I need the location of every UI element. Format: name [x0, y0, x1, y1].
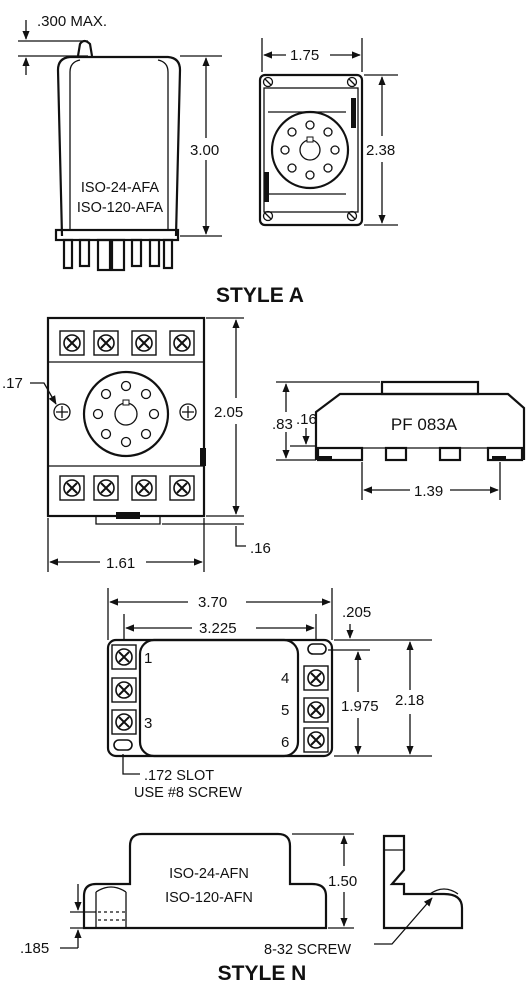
relay-pins [62, 238, 174, 272]
terminal-3: 3 [144, 715, 152, 732]
terminal-1: 1 [144, 650, 152, 667]
style-n-side-body [82, 832, 328, 930]
terminal-5: 5 [281, 702, 289, 719]
socket-side-top [380, 380, 480, 396]
style-n-top-view: 3.70 3.225 1 3 4 5 6 .205 1.97 [106, 588, 432, 801]
mount-spacing-label: 3.225 [199, 620, 237, 637]
relay-base [54, 228, 180, 242]
side-height-label: .83 [272, 416, 293, 433]
style-n-end-view: 8-32 SCREW [264, 834, 464, 958]
inner-height-label: 1.975 [341, 698, 379, 715]
edge-label: .205 [342, 604, 371, 621]
socket-mounting-holes [53, 403, 197, 421]
socket-screw-terminals [59, 330, 195, 501]
socket-offset-label: .16 [250, 540, 271, 557]
socket-width-label: 1.61 [106, 555, 135, 572]
socket-hole-label: .17 [2, 375, 23, 392]
outer-height-label: 2.18 [395, 692, 424, 709]
side-step-label: .16 [296, 411, 317, 428]
style-a-model-1: ISO-24-AFA [81, 180, 159, 196]
socket-top-view: .17 2.05 .16 1.61 [2, 316, 271, 572]
side-width-label: 1.39 [414, 483, 443, 500]
relay-top-knob [76, 39, 94, 57]
style-n-terminals-right [303, 665, 329, 753]
relay-cover [56, 55, 182, 237]
socket-pin-holes [92, 380, 160, 448]
style-a-width-label: 1.75 [290, 47, 319, 64]
style-n-terminals-left [111, 644, 137, 735]
slot-note-2: USE #8 SCREW [134, 785, 242, 801]
socket-height-label: 2.05 [214, 404, 243, 421]
style-a-relay-side: .300 MAX. ISO-24-AFA ISO-120-AFA 3.00 [18, 13, 222, 272]
screw-note: 8-32 SCREW [264, 942, 351, 958]
style-a-height-label: 3.00 [190, 142, 219, 159]
terminal-6: 6 [281, 734, 289, 751]
octal-socket-ring [270, 110, 350, 190]
mount-slot-top [307, 643, 327, 655]
style-a-relay-top: 1.75 2.38 [258, 38, 398, 227]
style-n-model-2: ISO-120-AFN [165, 890, 253, 906]
pin-max-label: .300 MAX. [37, 13, 107, 30]
slot-note-1: .172 SLOT [144, 768, 214, 784]
style-n-end-body [382, 834, 464, 930]
style-a-depth-label: 2.38 [366, 142, 395, 159]
octal-pin-holes [280, 120, 340, 180]
relay-top-frame [258, 73, 364, 227]
style-n-caption: STYLE N [218, 962, 307, 985]
style-n-model-1: ISO-24-AFN [169, 866, 249, 882]
part-number-label: PF 083A [391, 415, 458, 434]
mount-slot-bottom [113, 739, 133, 751]
style-n-side-view: ISO-24-AFN ISO-120-AFN 1.50 .185 [20, 832, 357, 957]
socket-side-body [314, 392, 526, 460]
style-a-caption: STYLE A [216, 284, 304, 307]
body-height-label: 1.50 [328, 873, 357, 890]
base-height-label: .185 [20, 940, 49, 957]
overall-length-label: 3.70 [198, 594, 227, 611]
terminal-4: 4 [281, 670, 289, 687]
socket-side-view: PF 083A .83 .16 1.39 [272, 380, 526, 500]
style-a-model-2: ISO-120-AFA [77, 200, 164, 216]
socket-ring [82, 370, 170, 458]
